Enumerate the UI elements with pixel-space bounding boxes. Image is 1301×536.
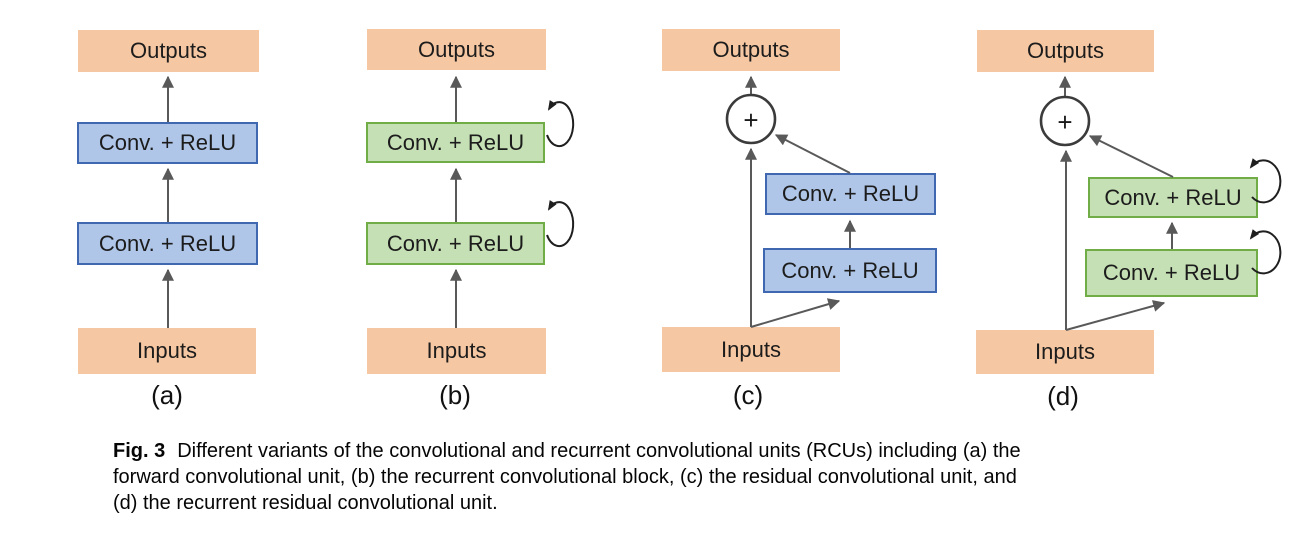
plus-icon: + [743, 105, 758, 135]
panel-a-conv2-box: Conv. + ReLU [77, 222, 258, 265]
self-loop-icon [546, 200, 575, 248]
figure-number: Fig. 3 [113, 440, 166, 462]
panel-a-conv1-box: Conv. + ReLU [77, 122, 258, 164]
arrow-inputs-to-conv2 [1065, 300, 1166, 331]
arrow-inputs-to-conv2 [750, 298, 841, 328]
panel-d-conv1-box: Conv. + ReLU [1088, 177, 1258, 218]
panel-d-sum-node: + [1039, 95, 1091, 147]
panel-a-outputs-box: Outputs [78, 30, 259, 72]
panel-d-label: (d) [1047, 381, 1079, 411]
panel-b-outputs-box: Outputs [367, 29, 546, 70]
panel-c-sum-node: + [725, 93, 777, 145]
sum-circle [1039, 95, 1091, 147]
self-loop-icon [546, 100, 575, 148]
caption-line-2: forward convolutional unit, (b) the recu… [113, 466, 1017, 488]
panel-b-inputs-box: Inputs [367, 328, 546, 374]
panel-c-inputs-box: Inputs [662, 327, 840, 372]
arrow-conv1-to-sum [774, 134, 851, 174]
panel-b-label: (b) [439, 380, 471, 410]
panel-c-conv2-box: Conv. + ReLU [763, 248, 937, 293]
caption-line-1: Fig. 3 Different variants of the convolut… [113, 438, 1273, 464]
panel-b-conv1-box: Conv. + ReLU [366, 122, 545, 163]
caption-line-3: (d) the recurrent residual convolutional… [113, 492, 498, 514]
arrow-conv1-to-sum [1088, 135, 1174, 178]
sum-circle [725, 93, 777, 145]
figure-caption: Fig. 3 Different variants of the convolut… [113, 438, 1273, 516]
panel-b-self-loops [546, 100, 575, 248]
panel-c-outputs-box: Outputs [662, 29, 840, 71]
panel-d-conv2-box: Conv. + ReLU [1085, 249, 1258, 297]
plus-icon: + [1057, 107, 1072, 137]
panel-d-inputs-box: Inputs [976, 330, 1154, 374]
caption-line-1-text: Different variants of the convolutional … [177, 440, 1021, 462]
panel-c-conv1-box: Conv. + ReLU [765, 173, 936, 215]
panel-a-label: (a) [151, 380, 183, 410]
panel-a-inputs-box: Inputs [78, 328, 256, 374]
panel-d-outputs-box: Outputs [977, 30, 1154, 72]
panel-c-label: (c) [732, 380, 764, 410]
panel-b-conv2-box: Conv. + ReLU [366, 222, 545, 265]
